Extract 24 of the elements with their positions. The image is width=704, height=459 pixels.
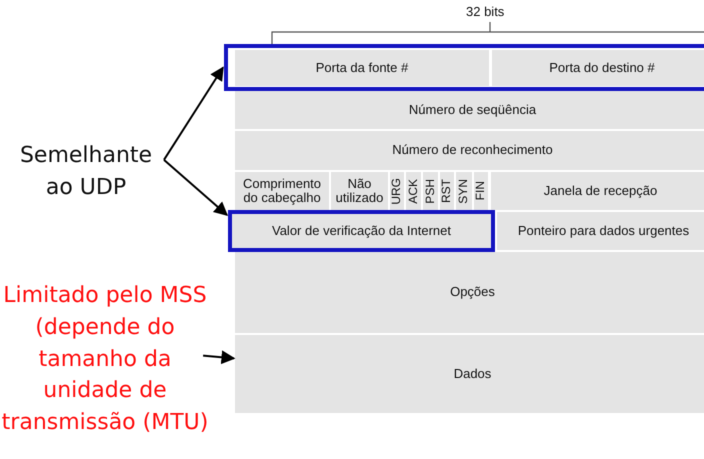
header-field: Dados	[235, 335, 704, 413]
header-field: Porta do destino #	[492, 50, 704, 86]
header-field: Não utilizado	[331, 172, 388, 210]
flag-field: FIN	[474, 172, 488, 210]
highlight-frame	[224, 44, 704, 91]
annotation-text: Limitado pelo MSS (depende do tamanho da unidade de transmissão (MTU)	[0, 262, 214, 457]
flag-field: URG	[390, 172, 404, 210]
arrow	[203, 350, 236, 364]
flag-field: ACK	[406, 172, 421, 210]
header-field: Janela de recepção	[491, 172, 704, 210]
header-field: Número de reconhecimento	[235, 131, 704, 170]
header-field: Comprimento do cabeçalho	[235, 172, 329, 210]
header-field: Porta da fonte #	[235, 50, 489, 86]
arrow	[163, 159, 228, 216]
header-field: Ponteiro para dados urgentes	[497, 212, 704, 250]
bit-width-label: 32 bits	[466, 4, 504, 19]
annotation-text: Semelhante ao UDP	[8, 140, 164, 204]
header-field: Opções	[235, 252, 704, 333]
flag-field: PSH	[423, 172, 438, 210]
flag-field: SYN	[456, 172, 472, 210]
highlighted-header-field: Valor de verificação da Internet	[228, 210, 495, 252]
flag-field: RST	[440, 172, 454, 210]
arrow	[163, 66, 224, 160]
header-field: Número de seqüência	[235, 91, 704, 129]
